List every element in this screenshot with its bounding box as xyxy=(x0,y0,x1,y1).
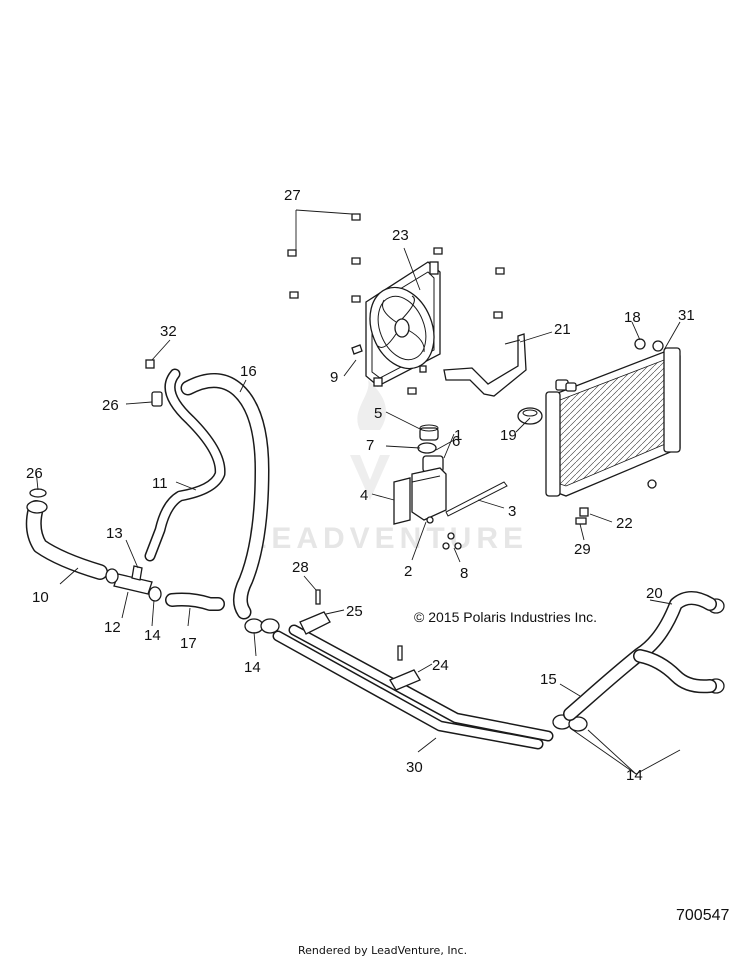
callout-2: 2 xyxy=(404,563,412,580)
rendered-by-footer: Rendered by LeadVenture, Inc. xyxy=(298,944,467,957)
fan-shroud-assembly xyxy=(365,261,441,387)
callout-16: 16 xyxy=(240,363,257,380)
bracket-21 xyxy=(443,333,527,397)
callout-9: 9 xyxy=(330,369,338,386)
callout-19: 19 xyxy=(500,427,517,444)
callout-26-upper: 26 xyxy=(102,397,119,414)
callouts: 27 23 21 18 31 32 16 9 26 5 7 6 19 1 11 … xyxy=(26,187,695,784)
callout-23: 23 xyxy=(392,227,409,244)
hose-11 xyxy=(144,359,226,562)
radiator xyxy=(517,338,681,525)
callout-18: 18 xyxy=(624,309,641,326)
callout-14-mid: 14 xyxy=(244,659,261,676)
callout-26-lower: 26 xyxy=(26,465,43,482)
callout-4: 4 xyxy=(360,487,368,504)
leader-lines xyxy=(35,209,681,775)
diagram-number: 700547 xyxy=(676,907,729,924)
callout-8: 8 xyxy=(460,565,468,582)
callout-25: 25 xyxy=(346,603,363,620)
callout-6: 6 xyxy=(452,433,460,450)
callout-14-left: 14 xyxy=(144,627,161,644)
callout-32: 32 xyxy=(160,323,177,340)
callout-1: 1 xyxy=(454,427,462,444)
callout-10: 10 xyxy=(32,589,49,606)
callout-17: 17 xyxy=(180,635,197,652)
callout-12: 12 xyxy=(104,619,121,636)
callout-21: 21 xyxy=(554,321,571,338)
callout-22: 22 xyxy=(616,515,633,532)
hose-17 xyxy=(165,592,225,611)
watermark-text: LEADVENTURE xyxy=(248,522,528,555)
callout-5: 5 xyxy=(374,405,382,422)
watermark-logo: LEADVENTURE xyxy=(248,380,528,555)
callout-15: 15 xyxy=(540,671,557,688)
tee-12 xyxy=(105,565,162,602)
hose-16 xyxy=(180,373,270,620)
hose-20 xyxy=(563,591,717,721)
callout-31: 31 xyxy=(678,307,695,324)
callout-28: 28 xyxy=(292,559,309,576)
callout-30: 30 xyxy=(406,759,423,776)
callout-13: 13 xyxy=(106,525,123,542)
copyright-text: © 2015 Polaris Industries Inc. xyxy=(414,609,597,625)
callout-20: 20 xyxy=(646,585,663,602)
bolt-group-27 xyxy=(287,213,505,395)
callout-24: 24 xyxy=(432,657,449,674)
hose-10 xyxy=(25,488,108,580)
callout-27: 27 xyxy=(284,187,301,204)
coolant-reservoir xyxy=(393,424,508,550)
callout-3: 3 xyxy=(508,503,516,520)
callout-14-right: 14 xyxy=(626,767,643,784)
callout-29: 29 xyxy=(574,541,591,558)
tubes-30 xyxy=(272,624,554,750)
callout-11: 11 xyxy=(152,475,168,492)
callout-7: 7 xyxy=(366,437,374,454)
brackets-24-25 xyxy=(299,589,421,691)
